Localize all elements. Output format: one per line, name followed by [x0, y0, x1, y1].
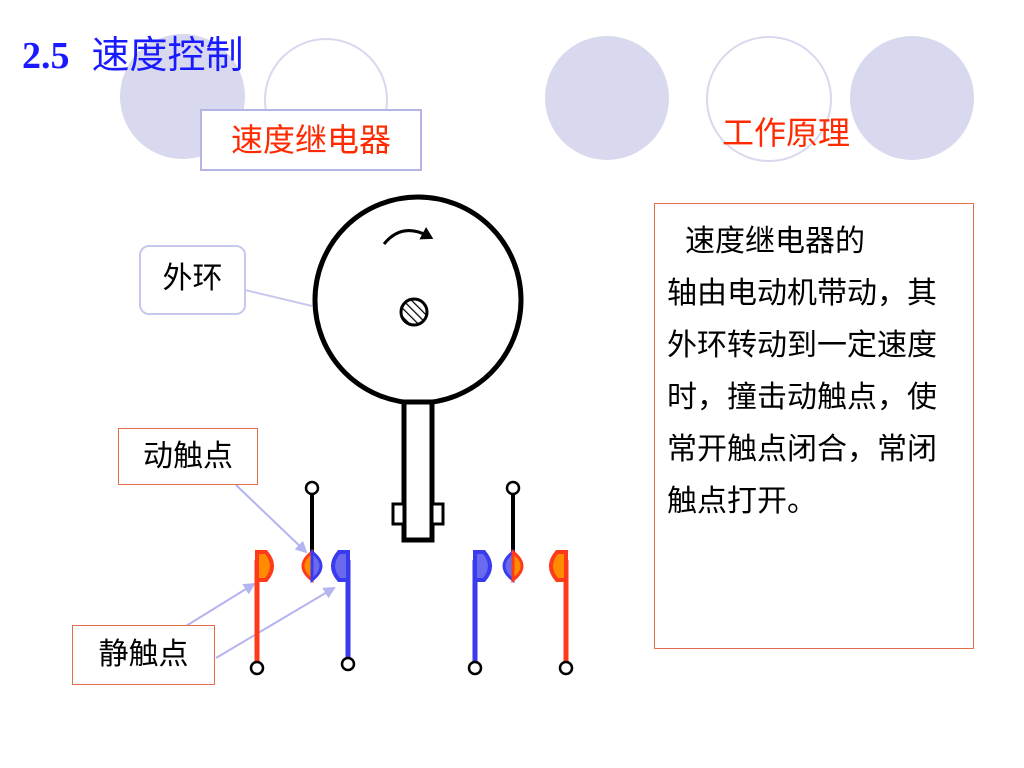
section-title: 速度控制 — [91, 33, 244, 77]
decor-circle-4 — [706, 36, 832, 162]
static-contact-arrow-left — [185, 582, 256, 627]
moving-contact-label: 动触点 — [118, 428, 258, 485]
right-contact-group — [467, 480, 574, 676]
stem-tab-left — [391, 502, 406, 526]
outer-ring-label: 外环 — [139, 245, 246, 315]
static-contact-label: 静触点 — [72, 625, 215, 685]
outer-ring-leader — [244, 289, 313, 307]
relay-title: 速度继电器 — [200, 109, 422, 171]
static-contact-arrow-right — [215, 586, 336, 659]
stem-tab-right — [430, 502, 445, 526]
left-contact-group — [249, 480, 356, 676]
relay-stem — [401, 399, 435, 543]
principle-title: 工作原理 — [722, 114, 851, 152]
hatched-shaft-icon — [399, 297, 429, 327]
decor-circle-5 — [850, 36, 974, 160]
moving-contact-arrow — [235, 484, 308, 554]
rotation-arrow-icon — [382, 226, 434, 245]
page-title: 2.5 速度控制 — [22, 24, 244, 79]
explanation-box: 速度继电器的 轴由电动机带动，其外环转动到一定速度时，撞击动触点，使常开触点闭合… — [654, 203, 974, 649]
section-number: 2.5 — [22, 35, 70, 77]
decor-circle-3 — [545, 36, 669, 160]
explanation-body: 轴由电动机带动，其外环转动到一定速度时，撞击动触点，使常开触点闭合，常闭触点打开… — [667, 276, 937, 519]
explanation-line-1: 速度继电器的 — [685, 224, 865, 259]
